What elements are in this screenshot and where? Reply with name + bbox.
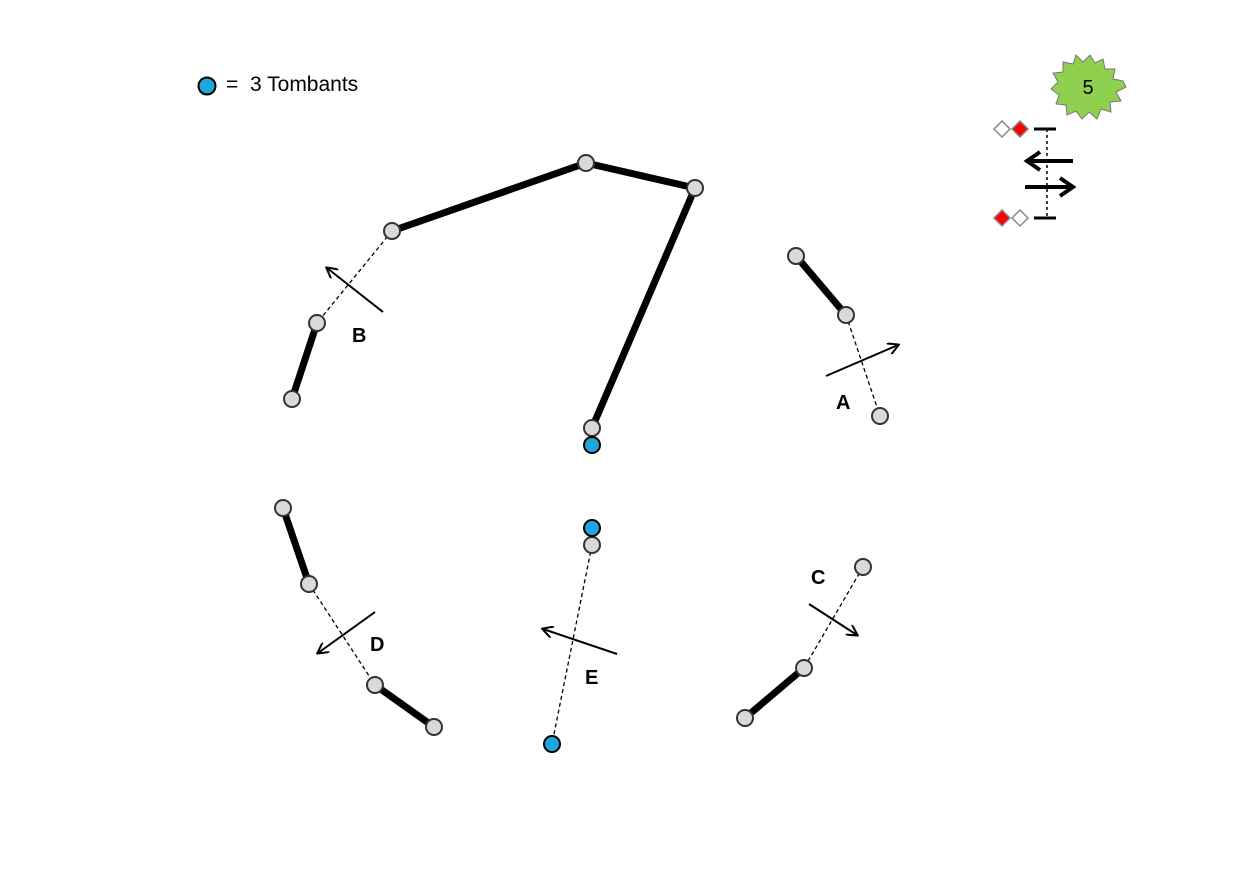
white-diamond-icon	[1010, 208, 1030, 228]
tombant-node	[543, 735, 561, 753]
direction-key	[992, 119, 1077, 228]
arrow-left-icon	[1023, 150, 1073, 172]
node	[308, 314, 326, 332]
node	[854, 558, 872, 576]
node	[383, 222, 401, 240]
dashed-links	[308, 230, 881, 745]
node	[871, 407, 889, 425]
legend-blue-dot	[197, 76, 217, 96]
label-d: D	[370, 634, 384, 656]
blue-nodes	[543, 436, 601, 753]
legend-label: 3 Tombants	[250, 73, 358, 96]
badge-star-icon	[1050, 54, 1127, 120]
node	[425, 718, 443, 736]
tombant-node	[583, 519, 601, 537]
node	[366, 676, 384, 694]
arrow-d	[318, 611, 376, 653]
gray-nodes	[274, 154, 889, 736]
arrow-c	[808, 603, 857, 635]
node	[686, 179, 704, 197]
node	[577, 154, 595, 172]
thick-links	[279, 159, 850, 731]
label-a: A	[836, 392, 850, 414]
node	[300, 575, 318, 593]
legend: = 3 Tombants	[197, 73, 358, 96]
label-c: C	[811, 567, 825, 589]
label-e: E	[585, 667, 598, 689]
tombant-node	[583, 436, 601, 454]
node	[837, 306, 855, 324]
count-badge: 5	[1050, 54, 1127, 120]
red-diamond-icon	[1010, 119, 1030, 139]
badge-number: 5	[1082, 77, 1093, 99]
red-diamond-icon	[992, 208, 1012, 228]
node	[274, 499, 292, 517]
arrow-right-icon	[1025, 176, 1077, 198]
node	[583, 419, 601, 437]
label-b: B	[352, 325, 366, 347]
node	[736, 709, 754, 727]
arrow-a	[825, 345, 898, 377]
white-diamond-icon	[992, 119, 1012, 139]
node	[283, 390, 301, 408]
node	[787, 247, 805, 265]
node	[583, 536, 601, 554]
arrow-b	[327, 268, 384, 313]
arrow-e	[543, 629, 618, 655]
node	[795, 659, 813, 677]
legend-equals: =	[226, 73, 238, 96]
movement-arrows	[318, 268, 898, 655]
